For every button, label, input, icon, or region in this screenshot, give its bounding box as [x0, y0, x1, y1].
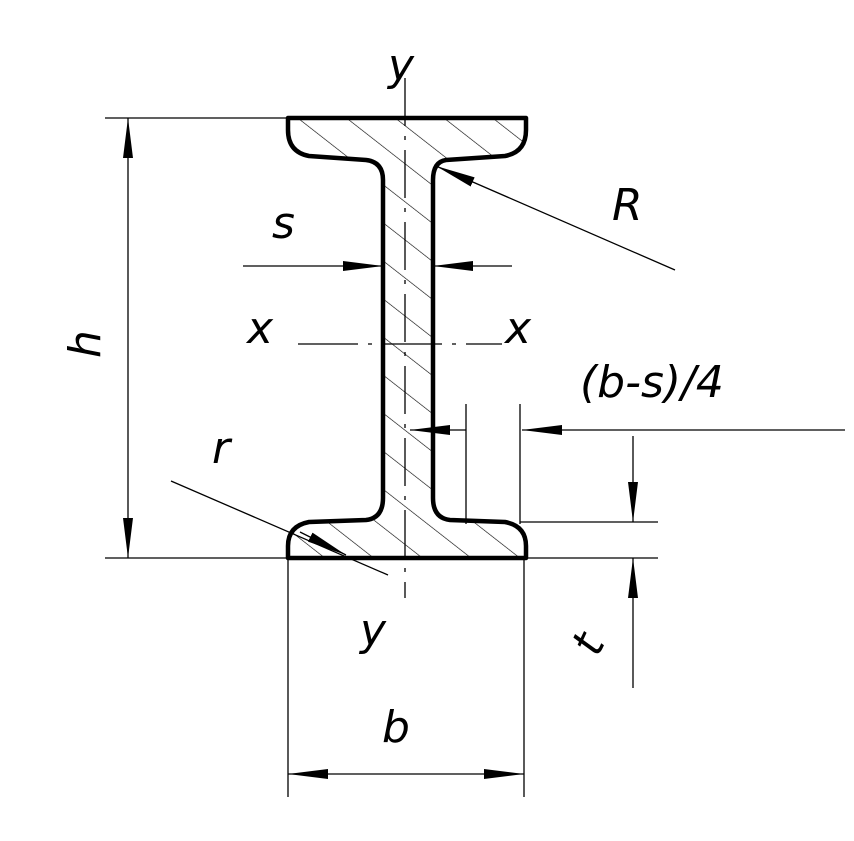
flange-width-label: b [382, 702, 410, 753]
axis-x-left-label: x [245, 303, 274, 354]
web-thickness-label: s [272, 198, 295, 249]
axis-y-top-label: y [386, 40, 415, 91]
axis-x-right-label: x [503, 303, 532, 354]
flange-radius-leader [170, 480, 389, 576]
height-label: h [60, 330, 111, 358]
flange-radius-label: r [212, 423, 233, 474]
fillet-radius-leader [435, 165, 676, 271]
i-beam-section [285, 115, 529, 561]
flange-radius-arrow [299, 531, 347, 556]
slope-point-label: (b-s)/4 [580, 357, 724, 408]
flange-thickness-label: t [562, 624, 616, 663]
fillet-radius-label: R [612, 180, 643, 231]
axis-y-bottom-label: y [358, 605, 387, 656]
